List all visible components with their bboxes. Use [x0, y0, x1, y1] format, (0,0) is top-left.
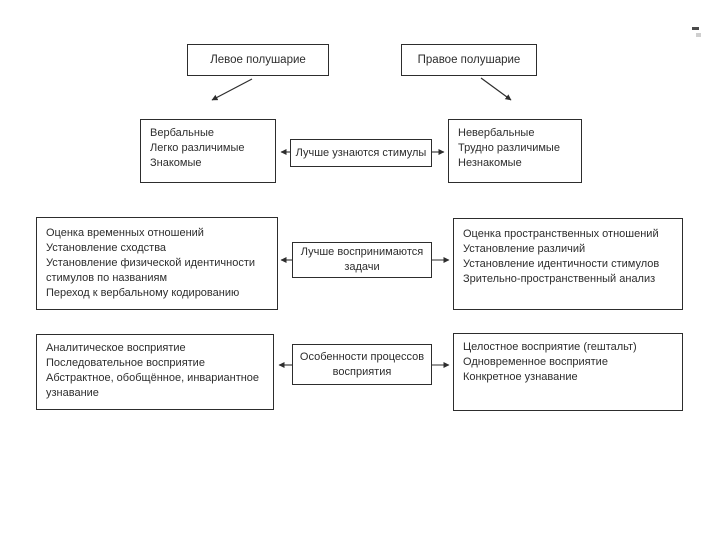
tasks-center-box: Лучше воспринимаются задачи: [292, 242, 432, 278]
right-hemisphere-title-box: Правое полушарие: [401, 44, 537, 76]
corner-smudge-artifact-dot: [696, 33, 701, 37]
arrow-right-hemisphere-icon: [480, 77, 512, 101]
tasks-left-hemisphere-box: Оценка временных отношений Установление …: [36, 217, 278, 310]
stimuli-right-hemisphere-box: Невербальные Трудно различимые Незнакомы…: [448, 119, 582, 183]
perception-left-hemisphere-box: Аналитическое восприятие Последовательно…: [36, 334, 274, 410]
corner-smudge-artifact: [692, 27, 699, 30]
perception-right-hemisphere-box: Целостное восприятие (гештальт) Одноврем…: [453, 333, 683, 411]
stimuli-left-hemisphere-box: Вербальные Легко различимые Знакомые: [140, 119, 276, 183]
perception-center-box: Особенности процессов восприятия: [292, 344, 432, 385]
left-hemisphere-title-box: Левое полушарие: [187, 44, 329, 76]
arrow-left-hemisphere-icon: [211, 78, 253, 101]
stimuli-center-box: Лучше узнаются стимулы: [290, 139, 432, 167]
tasks-right-hemisphere-box: Оценка пространственных отношений Устано…: [453, 218, 683, 310]
